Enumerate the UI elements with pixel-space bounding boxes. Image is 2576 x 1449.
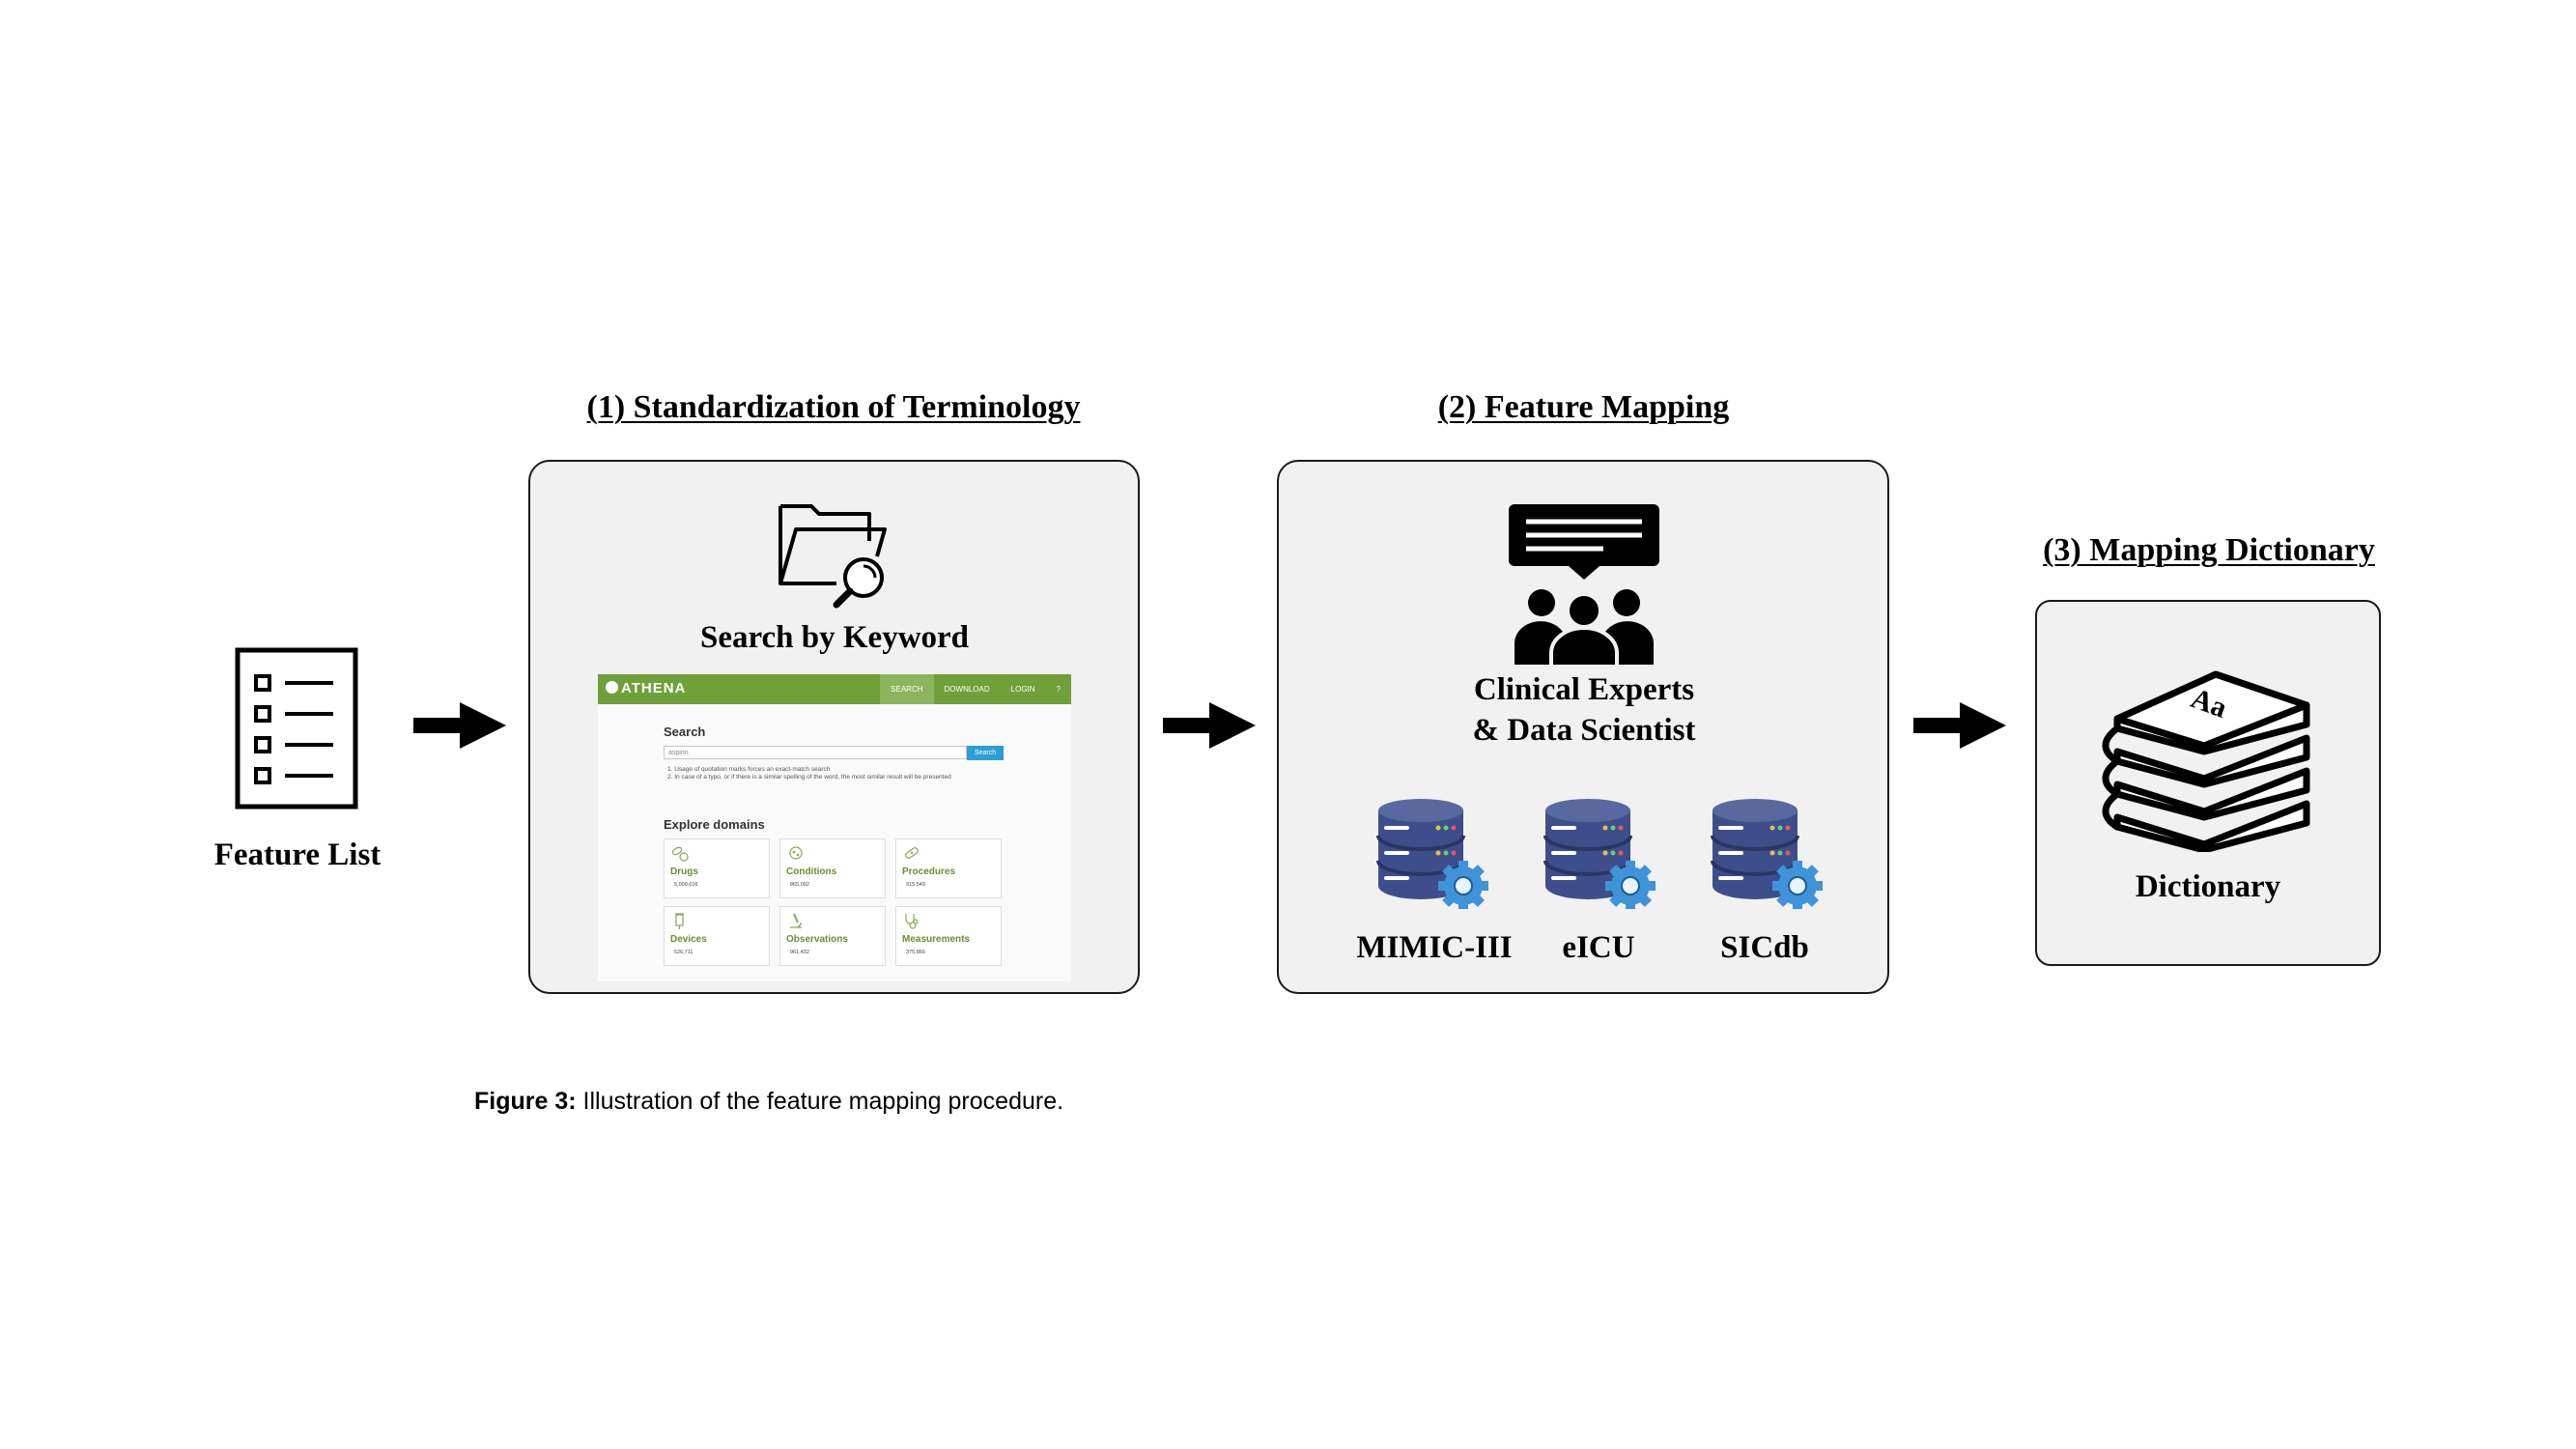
pills-icon [671,846,689,862]
domain-count: 5,009,616 [674,882,698,888]
athena-navbar: ATHENA SEARCH DOWNLOAD LOGIN ? [598,674,1071,704]
arrow-right-icon [413,702,506,749]
athena-brand: ATHENA [606,680,686,696]
database-mimic-icon [1376,799,1488,909]
athena-nav-download[interactable]: DOWNLOAD [944,685,990,694]
domain-name: Measurements [902,934,971,945]
search-by-keyword-label: Search by Keyword [699,620,970,655]
folder-search-icon [778,504,887,609]
db-label-mimic: MIMIC-III [1356,930,1513,965]
domain-tile-conditions[interactable]: Conditions 865,092 [779,838,886,898]
books-stack-icon: Aa [2102,670,2310,852]
arrow-right-icon [1913,702,2006,749]
domain-tile-drugs[interactable]: Drugs 5,009,616 [664,838,770,898]
domain-tile-measurements[interactable]: Measurements 375,866 [895,906,1002,966]
domain-count: 915,549 [906,882,925,888]
caption-text: Illustration of the feature mapping proc… [576,1088,1064,1115]
caption-label: Figure 3: [474,1088,577,1115]
athena-nav-search[interactable]: SEARCH [880,674,934,704]
athena-brand-text: ATHENA [621,680,687,696]
athena-search-button[interactable]: Search [967,746,1004,760]
stethoscope-icon [905,914,919,929]
domain-name: Conditions [786,867,837,877]
athena-search-heading: Search [664,724,706,739]
athena-note: 2. In case of a typo, or if there is a s… [667,774,951,781]
athena-screenshot: ATHENA SEARCH DOWNLOAD LOGIN ? Search as… [598,674,1071,981]
athena-explore-heading: Explore domains [664,817,765,832]
team-discussion-icon [1509,504,1659,665]
experts-line1: Clinical Experts [1473,672,1695,707]
domain-name: Procedures [902,867,956,877]
domain-tile-observations[interactable]: Observations 961,432 [779,906,886,966]
athena-note: 1. Usage of quotation marks forces an ex… [667,766,831,773]
stage2-title: (2) Feature Mapping [1437,389,1730,425]
domain-name: Devices [670,934,707,945]
athena-search-input[interactable]: aspirin [664,746,967,759]
db-label-eicu: eICU [1562,930,1635,965]
checklist-icon [235,647,358,810]
domain-count: 865,092 [790,882,809,888]
stage1-title: (1) Standardization of Terminology [586,389,1081,425]
dictionary-label: Dictionary [2135,869,2281,904]
microscope-icon [790,913,802,928]
arrow-right-icon [1163,702,1256,749]
domain-name: Observations [786,934,848,945]
stage3-title: (3) Mapping Dictionary [2043,532,2375,568]
experts-line2: & Data Scientist [1472,713,1696,748]
athena-logo-icon [606,681,618,694]
athena-search-notes: 1. Usage of quotation marks forces an ex… [667,766,996,781]
domain-count: 375,866 [906,950,925,955]
feature-list-label: Feature List [213,838,382,872]
figure-caption: Figure 3: Illustration of the feature ma… [474,1088,1063,1116]
bandage-icon [905,847,919,859]
domain-tile-devices[interactable]: Devices 526,711 [664,906,770,966]
domain-name: Drugs [670,867,698,877]
virus-icon [789,846,803,860]
syringe-icon [675,913,684,929]
domain-count: 961,432 [790,950,809,955]
database-sicdb-icon [1711,799,1823,909]
athena-nav-login[interactable]: LOGIN [1010,685,1035,694]
db-label-sicdb: SICdb [1720,930,1809,965]
domain-tile-procedures[interactable]: Procedures 915,549 [895,838,1002,898]
domain-count: 526,711 [674,950,694,955]
athena-nav-help[interactable]: ? [1056,685,1061,694]
database-eicu-icon [1543,799,1656,909]
